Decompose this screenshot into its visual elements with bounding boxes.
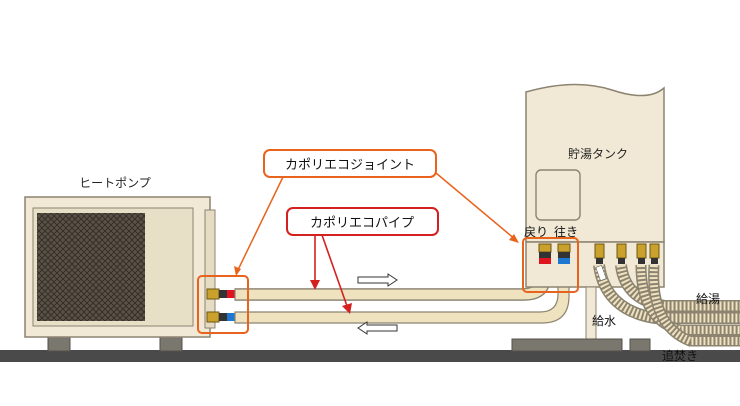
supply-label: 往き (554, 224, 578, 239)
water-supply-label: 給水 (592, 314, 616, 328)
fitting-supply-blue-band (558, 258, 570, 264)
hose-reheat-b (649, 264, 740, 345)
tank-label: 貯湯タンク (568, 147, 628, 161)
connector-top-brass (206, 288, 220, 300)
fitting-return-brass (538, 243, 552, 253)
reheat-label: 追焚き (662, 348, 698, 363)
arrow-left-outline-icon (357, 321, 398, 335)
fitting-reheat-b (649, 243, 660, 259)
fitting-supply-brass (557, 243, 571, 253)
fitting-reheat-a (636, 243, 647, 259)
tank-fittings (538, 243, 571, 264)
pipes (234, 261, 570, 324)
return-label: 戻り (524, 225, 548, 239)
connector-bottom-nut (219, 313, 227, 321)
pipe-callout-box (286, 207, 439, 236)
joint-highlight-heat-pump (197, 275, 249, 334)
tank-leg-right (585, 286, 597, 340)
fitting-return-red-band (539, 258, 551, 264)
tank-access-panel (535, 169, 581, 221)
fitting-supply-nut (558, 252, 570, 258)
tank-right-fittings (594, 243, 660, 264)
tank-plinth-right (629, 338, 651, 352)
pipe-callout (286, 207, 439, 314)
arrow-right-outline-icon (357, 273, 398, 287)
heat-pump-connectors (206, 288, 235, 323)
joint-callout (197, 149, 579, 334)
fitting-return-nut (539, 252, 551, 258)
joint-callout-leader-left (235, 176, 284, 275)
fitting-water-supply (594, 243, 605, 259)
tank-plinth (511, 338, 623, 352)
hot-water-label: 給湯 (696, 292, 720, 306)
connector-top-red-band (227, 290, 235, 298)
heat-pump-label: ヒートポンプ (79, 176, 151, 190)
pipe-callout-text: カポリエコパイプ (310, 216, 414, 231)
connector-bottom-blue-band (227, 313, 235, 321)
hose-label-tag (595, 265, 607, 281)
heat-pump-side (204, 209, 216, 329)
fitting-hot-water (616, 243, 627, 259)
hose-hot-water (616, 264, 740, 311)
tank-body (525, 83, 665, 243)
heat-pump-unit (24, 196, 216, 352)
connector-bottom-brass (206, 311, 220, 323)
pipe-callout-leader-2 (321, 234, 348, 307)
joint-callout-leader-right (435, 172, 517, 241)
joint-callout-box (263, 149, 437, 178)
heat-pump-fan-grille (37, 213, 145, 321)
connector-top-nut (219, 290, 227, 298)
joint-highlight-tank (522, 237, 579, 293)
ground (0, 350, 740, 362)
joint-callout-text: カポリエコジョイント (285, 158, 415, 173)
